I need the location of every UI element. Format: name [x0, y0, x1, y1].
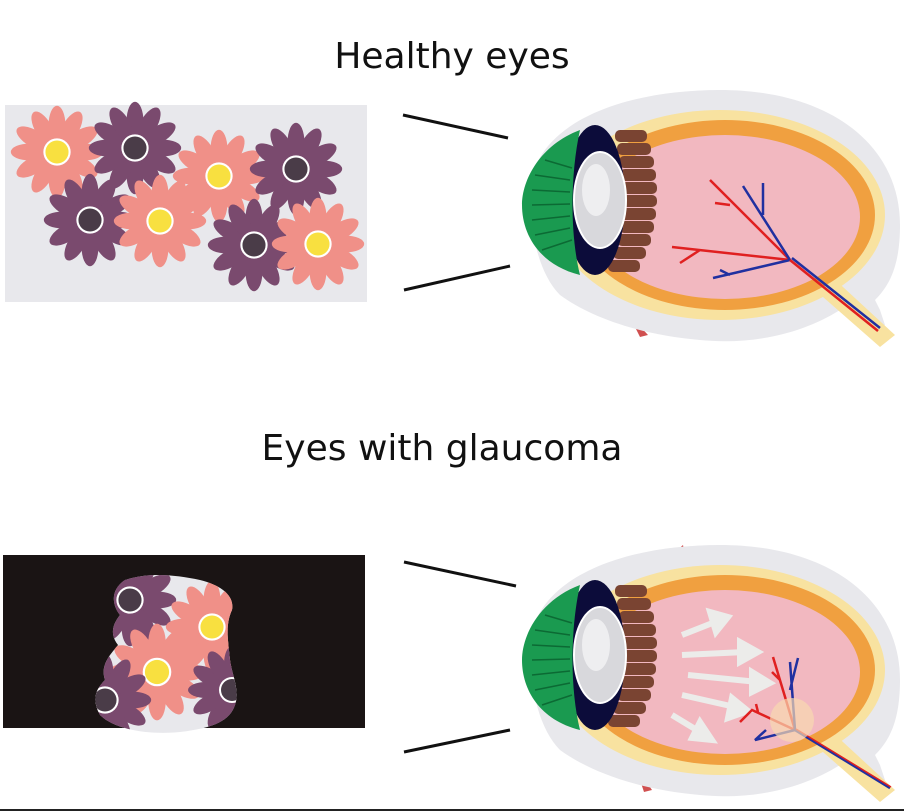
- title-glaucoma-eyes: Eyes with glaucoma: [261, 428, 623, 469]
- healthy-eye-diagram: [521, 89, 901, 348]
- glaucoma-eye-diagram: [521, 544, 901, 803]
- optic-disc-damage: [770, 698, 814, 742]
- title-healthy-eyes: Healthy eyes: [334, 36, 570, 77]
- healthy-vision-panel: [5, 101, 367, 302]
- sight-lines: [402, 113, 517, 754]
- pressure-arrows: [670, 607, 777, 744]
- glaucoma-vision-panel: [3, 555, 365, 733]
